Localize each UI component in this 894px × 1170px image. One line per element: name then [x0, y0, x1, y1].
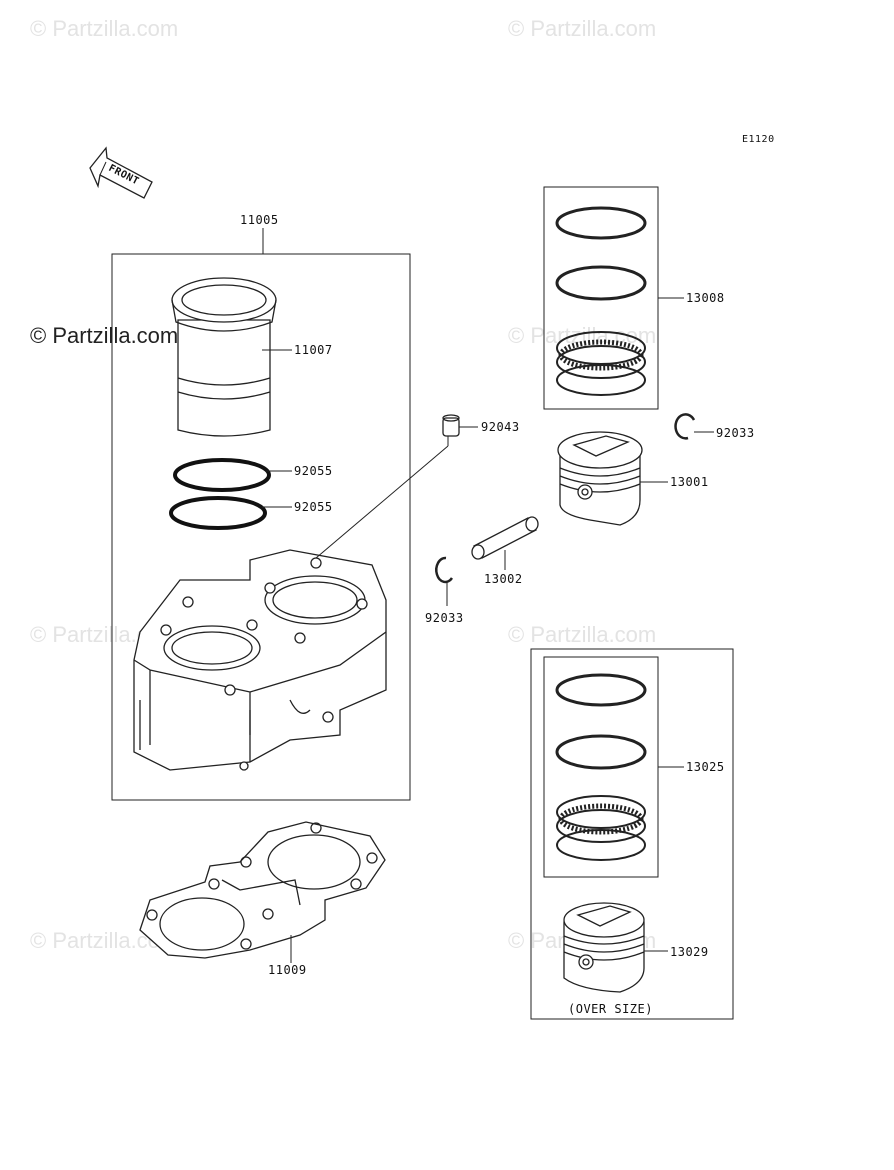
part-label-92055-upper: 92055: [294, 464, 333, 478]
piston-ring-top: [555, 206, 647, 240]
watermark: © Partzilla.com: [508, 323, 656, 348]
oversize-ring-second: [555, 734, 647, 770]
part-label-92033-upper: 92033: [716, 426, 755, 440]
part-label-13029: 13029: [670, 945, 709, 959]
o-ring-92055-lower: [169, 496, 267, 530]
cylinder-group-box: [111, 253, 411, 801]
oil-ring: [556, 331, 646, 396]
piston-pin-13002: [471, 516, 539, 560]
part-label-11007: 11007: [294, 343, 333, 357]
cylinder-liner-11007: [171, 277, 277, 437]
watermark: © Partzilla.com: [508, 16, 656, 41]
piston-13001: [557, 431, 643, 526]
part-label-11009: 11009: [268, 963, 307, 977]
circlip-92033-right: [674, 413, 696, 440]
cylinder-block: [133, 549, 387, 771]
diagram-code: E1120: [742, 134, 775, 145]
circlip-92033-left: [435, 556, 454, 584]
piston-ring-second: [555, 265, 647, 301]
part-label-13025: 13025: [686, 760, 725, 774]
part-label-92043: 92043: [481, 420, 520, 434]
part-label-92033-lower: 92033: [425, 611, 464, 625]
part-label-11005: 11005: [240, 213, 279, 227]
oversize-box: [530, 648, 734, 1020]
o-ring-92055-upper: [173, 458, 271, 492]
part-label-13002: 13002: [484, 572, 523, 586]
front-arrow-icon: FRONT: [89, 146, 153, 199]
part-label-13001: 13001: [670, 475, 709, 489]
watermark: © Partzilla.com: [30, 323, 178, 348]
oversize-oil-ring: [556, 795, 646, 861]
part-label-13008: 13008: [686, 291, 725, 305]
base-gasket-11009: [139, 821, 386, 959]
watermark: © Partzilla.com: [30, 16, 178, 41]
part-label-92055-lower: 92055: [294, 500, 333, 514]
watermark: © Partzilla.com: [508, 622, 656, 647]
oversize-piston-13029: [563, 902, 645, 993]
oversize-note: (OVER SIZE): [568, 1002, 653, 1016]
oversize-ring-top: [555, 673, 647, 707]
dowel-pin-92043: [442, 414, 460, 437]
